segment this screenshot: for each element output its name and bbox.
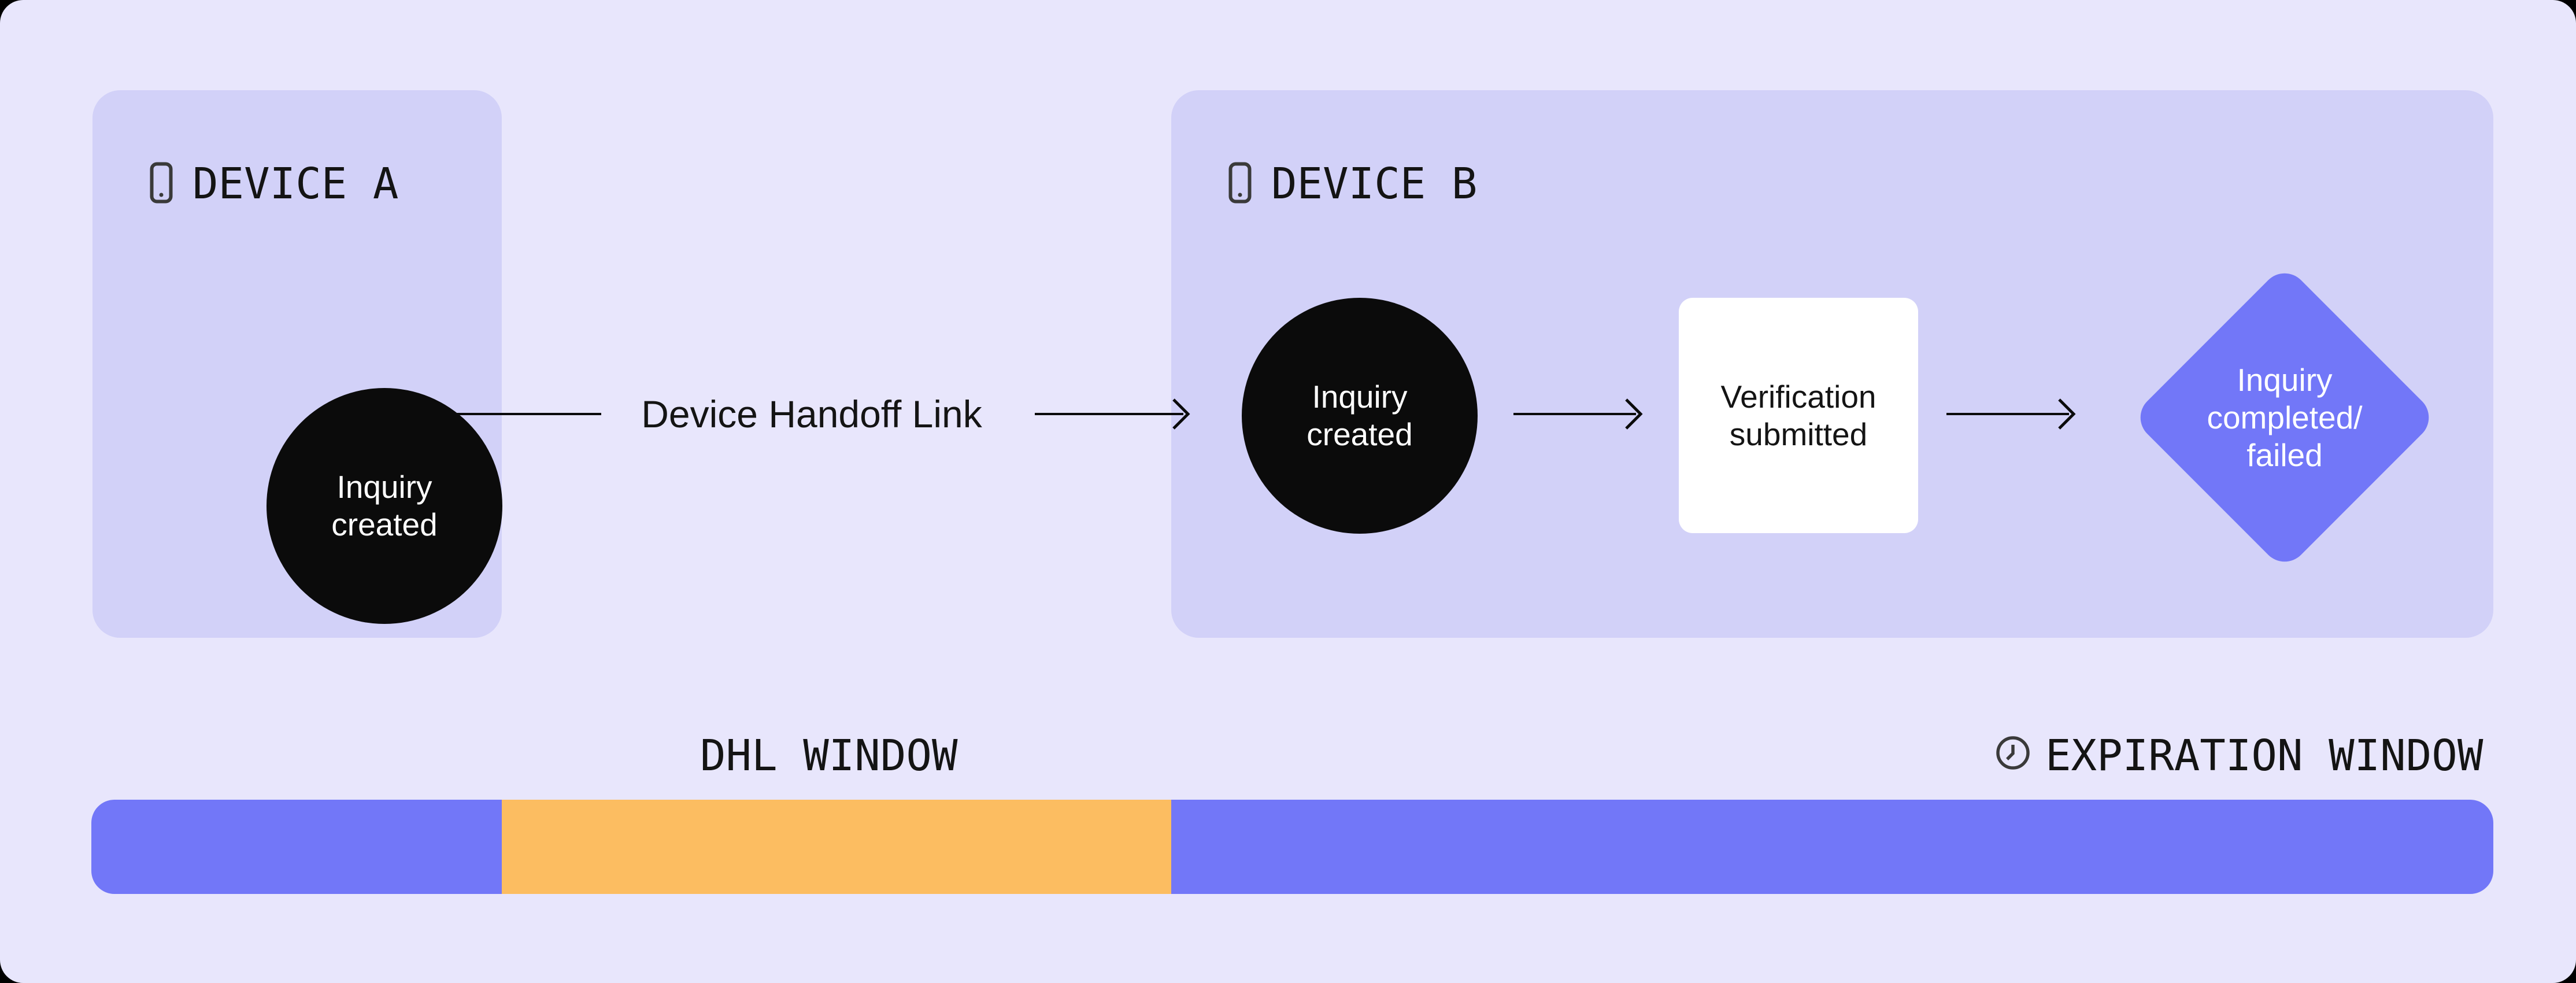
node-label-line: Inquiry (2237, 361, 2333, 398)
node-label-line: created (331, 507, 438, 542)
node-label-line: submitted (1729, 416, 1868, 452)
expiration-window-label: EXPIRATION WINDOW (2045, 731, 2484, 781)
phone-icon (150, 162, 173, 206)
timeline-bar (91, 800, 2493, 894)
node-label-line: created (1306, 416, 1413, 452)
dhl-window-label: DHL WINDOW (700, 731, 958, 781)
inquiry-created-node-b: Inquiry created (1242, 298, 1478, 534)
device-a-panel: DEVICE A Inquiry created (92, 90, 502, 638)
device-b-header: DEVICE B (1228, 159, 1478, 209)
expiration-window-label-row: EXPIRATION WINDOW (1996, 726, 2483, 786)
device-a-label: DEVICE A (193, 159, 399, 209)
clock-icon (1996, 731, 2030, 781)
device-handoff-link-label: Device Handoff Link (641, 393, 982, 435)
device-a-header: DEVICE A (150, 159, 399, 209)
diamond-label: Inquiry completed/ failed (2176, 309, 2393, 526)
timeline-segment-device-b (1171, 800, 2493, 894)
verification-submitted-node: Verification submitted (1679, 298, 1918, 533)
phone-icon (1228, 162, 1252, 206)
node-label-line: completed/ (2207, 399, 2363, 435)
device-b-label: DEVICE B (1271, 159, 1478, 209)
node-label-line: Inquiry (336, 469, 432, 505)
node-label-line: Inquiry (1312, 379, 1408, 415)
dhl-window-label-row: DHL WINDOW (700, 726, 958, 786)
inquiry-completed-failed-node: Inquiry completed/ failed (2131, 264, 2438, 571)
timeline-segment-device-a (91, 800, 502, 894)
node-label-line: Verification (1720, 378, 1877, 415)
node-label-line: failed (2246, 437, 2323, 473)
timeline-segment-dhl-window (502, 800, 1172, 894)
inquiry-created-node-a: Inquiry created (267, 388, 502, 624)
